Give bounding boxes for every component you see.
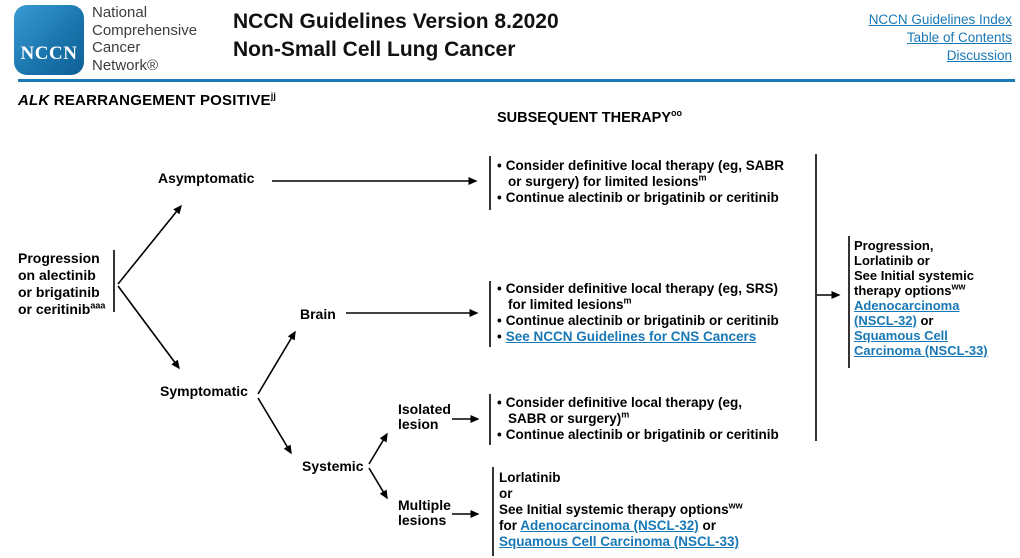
node-isolated-lesion: Isolated lesion bbox=[398, 401, 451, 432]
org-line: Cancer bbox=[92, 39, 141, 56]
link-nccn-guidelines-index[interactable]: NCCN Guidelines Index bbox=[868, 12, 1012, 27]
section-heading-alk-positive: ALK REARRANGEMENT POSITIVEjj bbox=[18, 91, 277, 110]
node-systemic: Systemic bbox=[302, 458, 364, 474]
link-adenocarcinoma-nscl32[interactable]: Adenocarcinoma (NSCL-32) bbox=[520, 518, 699, 533]
footnote-ref-ww: ww bbox=[728, 500, 743, 511]
link-cns-cancers-guidelines[interactable]: See NCCN Guidelines for CNS Cancers bbox=[505, 329, 757, 344]
arrow-systemic-to-multiple bbox=[368, 467, 388, 500]
org-name: National Comprehensive Cancer Network® bbox=[92, 4, 197, 74]
footnote-ref-oo: oo bbox=[671, 108, 683, 119]
header-divider bbox=[18, 79, 1015, 82]
link-discussion[interactable]: Discussion bbox=[946, 48, 1012, 63]
org-line: Network® bbox=[92, 56, 159, 74]
nccn-logo-text: NCCN bbox=[20, 43, 78, 64]
arrow-symptomatic-to-systemic bbox=[257, 397, 292, 455]
link-adenocarcinoma-nscl32[interactable]: Adenocarcinoma bbox=[854, 298, 960, 313]
node-brain: Brain bbox=[300, 306, 336, 322]
footnote-ref-ww: ww bbox=[951, 281, 966, 292]
arrow-to-asymptomatic bbox=[117, 204, 182, 285]
nccn-logo: NCCN bbox=[14, 5, 84, 75]
org-line: National bbox=[92, 4, 148, 21]
guidelines-version-title: NCCN Guidelines Version 8.2020 bbox=[233, 10, 559, 33]
arrow-to-symptomatic bbox=[117, 285, 180, 370]
node-symptomatic: Symptomatic bbox=[160, 383, 248, 399]
link-squamous-nscl33[interactable]: Carcinoma (NSCL-33) bbox=[854, 343, 988, 358]
box-asymptomatic-therapy: •Consider definitive local therapy (eg, … bbox=[497, 158, 785, 205]
org-line: Comprehensive bbox=[92, 21, 198, 39]
column-heading-subsequent-therapy: SUBSEQUENT THERAPYoo bbox=[497, 108, 683, 126]
page-title: NCCN Guidelines Version 8.2020 Non-Small… bbox=[233, 8, 559, 64]
arrow-systemic-to-isolated bbox=[368, 432, 388, 465]
footnote-ref-jj: jj bbox=[270, 91, 277, 101]
alk-gene-symbol: ALK bbox=[18, 92, 50, 109]
link-table-of-contents[interactable]: Table of Contents bbox=[906, 30, 1012, 45]
footnote-ref-m: m bbox=[621, 409, 630, 420]
cancer-type-title: Non-Small Cell Lung Cancer bbox=[233, 38, 516, 61]
box-subsequent-progression: Progression, Lorlatinib or See Initial s… bbox=[854, 238, 988, 358]
box-isolated-therapy: •Consider definitive local therapy (eg, … bbox=[497, 395, 779, 442]
node-progression: Progression on alectinib or brigatinib o… bbox=[18, 250, 106, 317]
link-adenocarcinoma-nscl32[interactable]: (NSCL-32) bbox=[854, 313, 917, 328]
header-links: NCCN Guidelines Index Table of Contents … bbox=[869, 11, 1012, 65]
footnote-ref-m: m bbox=[623, 295, 632, 306]
link-squamous-nscl33[interactable]: Squamous Cell Carcinoma (NSCL-33) bbox=[499, 534, 740, 549]
node-asymptomatic: Asymptomatic bbox=[158, 170, 255, 186]
footnote-ref-aaa: aaa bbox=[90, 300, 106, 311]
node-multiple-lesions: Multiple lesions bbox=[398, 497, 451, 528]
heading-text: REARRANGEMENT POSITIVE bbox=[49, 92, 271, 109]
box-multiple-therapy: Lorlatinib or See Initial systemic thera… bbox=[499, 470, 743, 549]
box-brain-therapy: •Consider definitive local therapy (eg, … bbox=[497, 281, 779, 344]
arrow-symptomatic-to-brain bbox=[257, 330, 296, 395]
link-squamous-nscl33[interactable]: Squamous Cell bbox=[854, 328, 948, 343]
footnote-ref-m: m bbox=[698, 172, 707, 183]
